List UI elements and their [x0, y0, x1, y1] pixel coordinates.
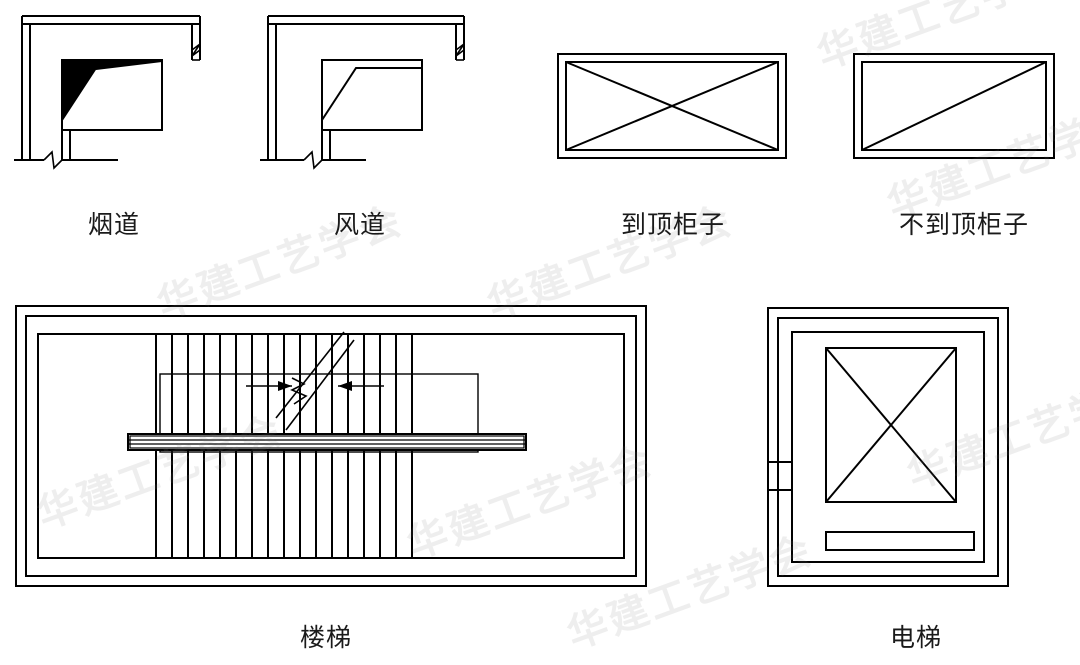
figure-full-height-cabinet	[557, 53, 787, 159]
figure-elevator	[767, 307, 1009, 587]
label-stairs: 楼梯	[300, 625, 353, 652]
figure-stairs	[15, 305, 647, 587]
label-partial-cabinet: 不到顶柜子	[899, 212, 1030, 239]
label-elevator: 电梯	[890, 625, 943, 652]
label-smoke-duct: 烟道	[88, 212, 141, 239]
figure-smoke-duct	[14, 15, 201, 170]
figure-air-duct	[260, 15, 465, 170]
label-full-height-cabinet: 到顶柜子	[621, 212, 726, 239]
figure-partial-cabinet	[853, 53, 1055, 159]
label-air-duct: 风道	[334, 212, 387, 239]
